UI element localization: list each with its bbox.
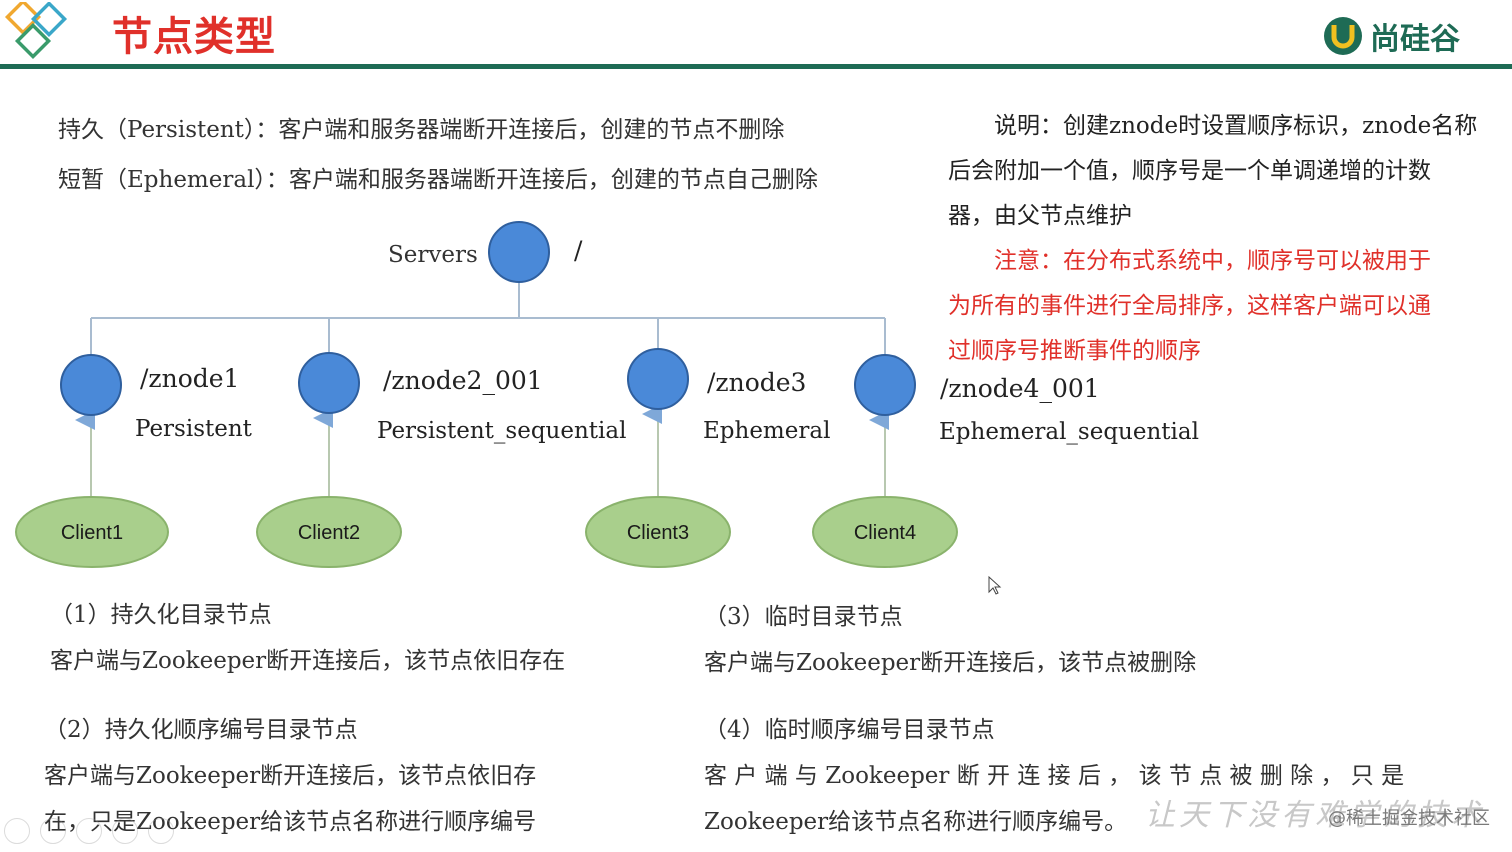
handwriting-watermark: 让天下没有难学的技术 xyxy=(1145,798,1485,833)
brand-u-icon xyxy=(1324,17,1362,55)
header-divider xyxy=(0,64,1512,69)
section-body: 客户端与Zookeeper断开连接后，该节点依旧存 xyxy=(44,763,537,789)
znode-path: /znode2_001 xyxy=(383,366,543,395)
znode-circle xyxy=(627,348,689,410)
section-ephemeral-sequential: （4）临时顺序编号目录节点 客 户 端 与 Zookeeper 断 开 连 接 … xyxy=(704,707,1404,845)
section-title: （1）持久化目录节点 xyxy=(50,602,272,628)
section-body: 客 户 端 与 Zookeeper 断 开 连 接 后 ， 该 节 点 被 删 … xyxy=(704,763,1405,789)
slide-title: 节点类型 xyxy=(112,14,276,60)
player-controls[interactable] xyxy=(4,818,174,844)
client-ellipse xyxy=(15,496,169,568)
znode-path: /znode1 xyxy=(140,364,240,393)
note-line: 后会附加一个值，顺序号是一个单调递增的计数 xyxy=(948,158,1431,184)
znode-path: /znode4_001 xyxy=(940,374,1100,403)
client-ellipse xyxy=(585,496,731,568)
pen-icon[interactable] xyxy=(76,818,102,844)
client-ellipse xyxy=(256,496,402,568)
note-block: 说明：创建znode时设置顺序标识，znode名称 后会附加一个值，顺序号是一个… xyxy=(948,104,1502,374)
znode-circle xyxy=(854,354,916,416)
section-persistent: （1）持久化目录节点 客户端与Zookeeper断开连接后，该节点依旧存在 xyxy=(50,592,565,684)
znode-type: Persistent_sequential xyxy=(377,418,627,444)
menu-icon[interactable] xyxy=(112,818,138,844)
note-line: 说明：创建znode时设置顺序标识，znode名称 xyxy=(994,113,1478,139)
client-label: Client1 xyxy=(61,522,123,544)
client-label: Client4 xyxy=(854,522,916,544)
note-line: 器，由父节点维护 xyxy=(948,203,1132,229)
section-title: （3）临时目录节点 xyxy=(704,604,903,630)
section-body: 客户端与Zookeeper断开连接后，该节点被删除 xyxy=(704,650,1197,676)
client-ellipse xyxy=(812,496,958,568)
znode-circle xyxy=(60,354,122,416)
prev-slide-icon[interactable] xyxy=(4,818,30,844)
brand-name: 尚硅谷 xyxy=(1370,22,1460,57)
note-warning-line: 注意：在分布式系统中，顺序号可以被用于 xyxy=(994,248,1431,274)
znode-circle xyxy=(298,352,360,414)
zoom-icon[interactable] xyxy=(148,818,174,844)
client-label: Client2 xyxy=(298,522,360,544)
root-label: Servers xyxy=(388,242,478,268)
definition-ephemeral: 短暂（Ephemeral）：客户端和服务器端断开连接后，创建的节点自己删除 xyxy=(58,167,818,193)
mouse-cursor-icon xyxy=(988,575,1002,595)
znode-type: Persistent xyxy=(135,416,252,442)
znode-type: Ephemeral_sequential xyxy=(939,419,1199,445)
root-node-circle xyxy=(488,221,550,283)
section-body: 客户端与Zookeeper断开连接后，该节点依旧存在 xyxy=(50,648,566,674)
section-title: （4）临时顺序编号目录节点 xyxy=(704,717,995,743)
note-warning-line: 过顺序号推断事件的顺序 xyxy=(948,338,1201,364)
section-ephemeral: （3）临时目录节点 客户端与Zookeeper断开连接后，该节点被删除 xyxy=(704,594,1196,686)
definition-persistent: 持久（Persistent）：客户端和服务器端断开连接后，创建的节点不删除 xyxy=(58,117,785,143)
znode-path: /znode3 xyxy=(707,368,807,397)
section-title: （2）持久化顺序编号目录节点 xyxy=(44,717,358,743)
section-body: Zookeeper给该节点名称进行顺序编号。 xyxy=(704,809,1128,835)
next-slide-icon[interactable] xyxy=(40,818,66,844)
root-path: / xyxy=(574,236,583,265)
client-label: Client3 xyxy=(627,522,689,544)
brand-logo: 尚硅谷 xyxy=(1322,14,1460,58)
note-warning-line: 为所有的事件进行全局排序，这样客户端可以通 xyxy=(948,293,1431,319)
site-watermark: @稀土掘金技术社区 xyxy=(1328,808,1490,829)
znode-type: Ephemeral xyxy=(703,418,831,444)
diamond-logo-icon xyxy=(4,2,68,60)
